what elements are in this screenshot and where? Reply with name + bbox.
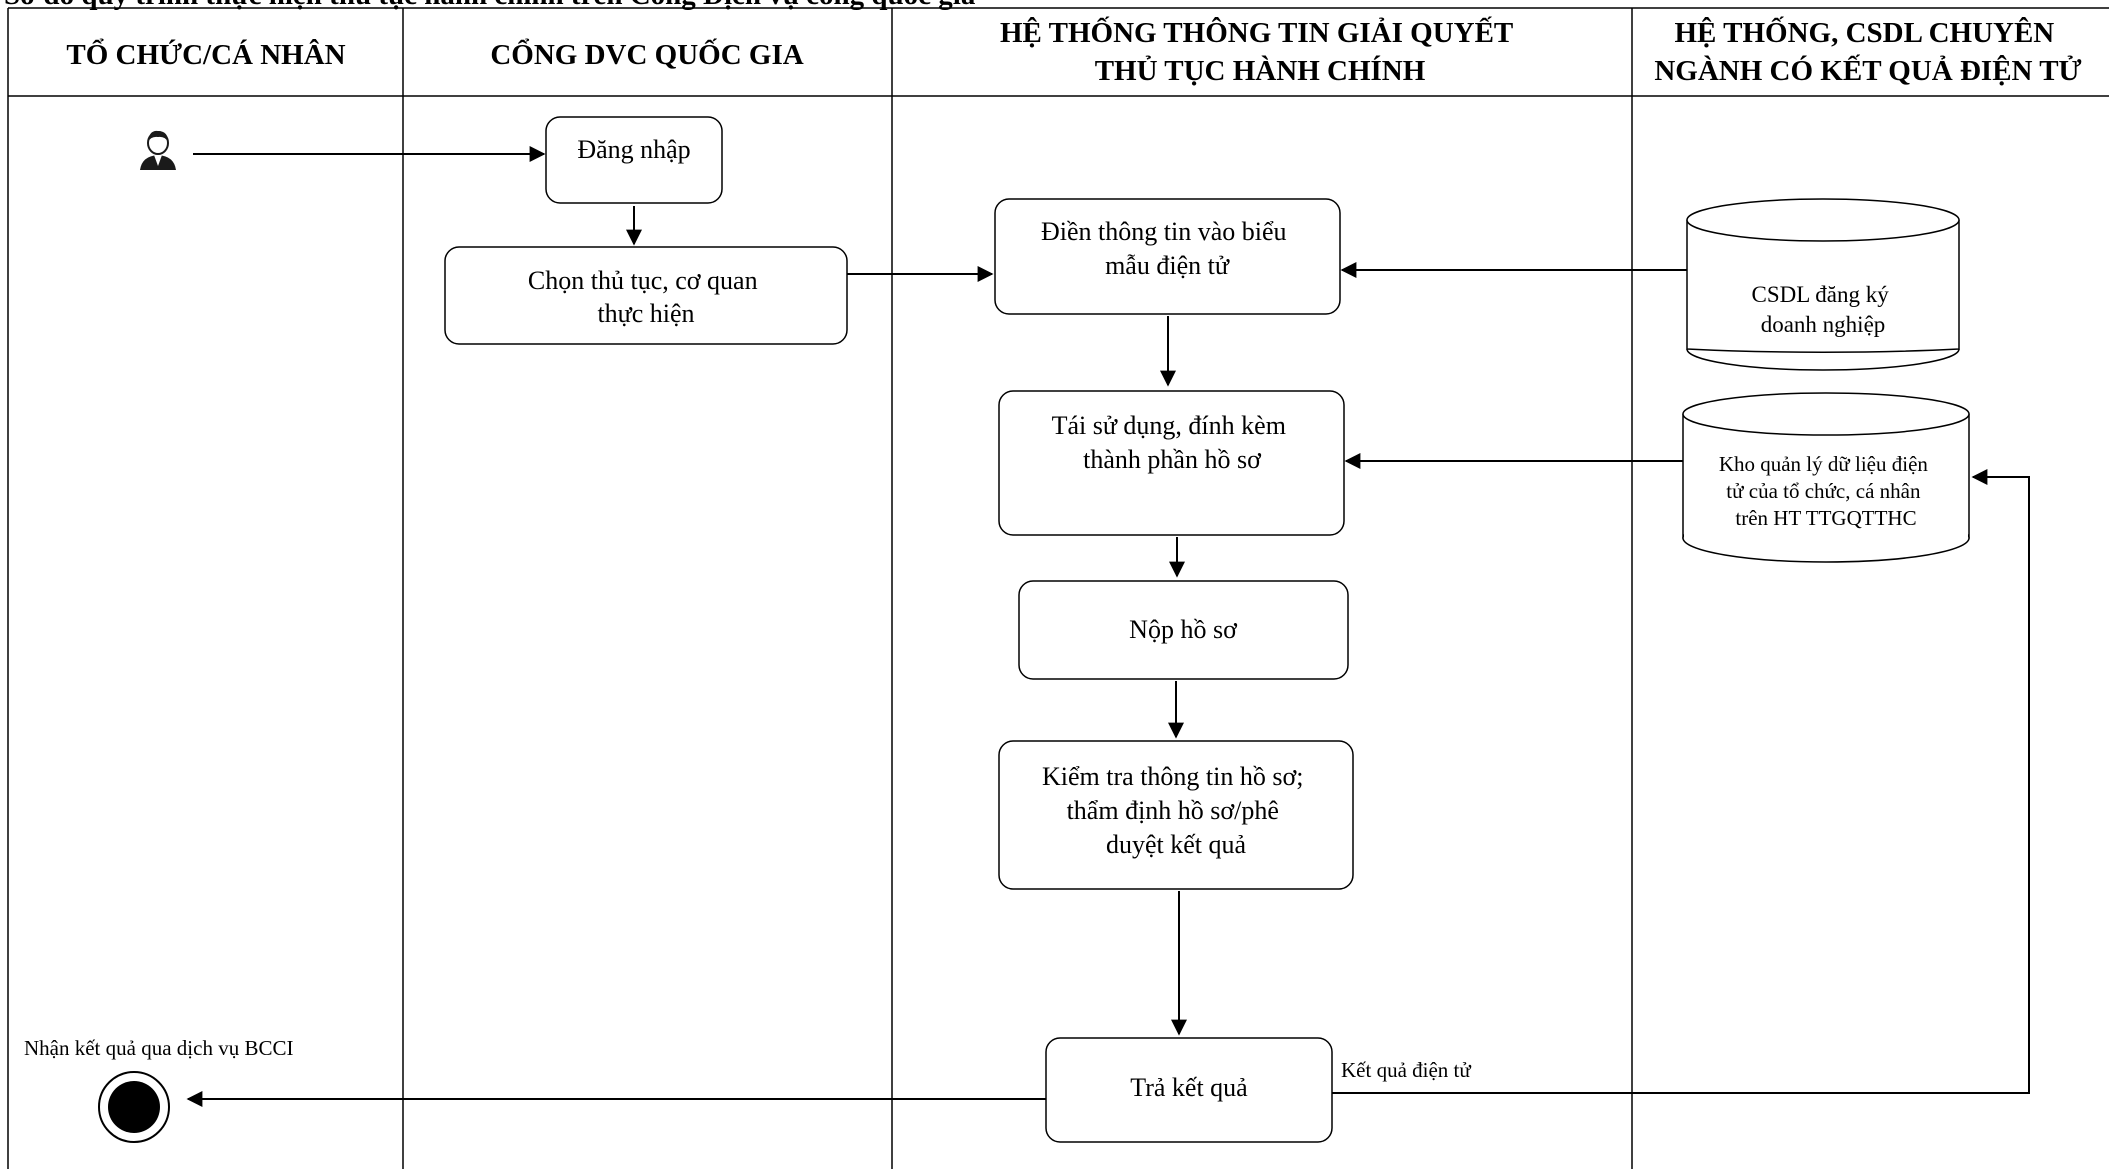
node-return-result: Trả kết quả xyxy=(1045,1037,1333,1143)
top-line-partial: Sơ đồ quy trình thực hiện thủ tục hành c… xyxy=(4,0,976,11)
svg-text:Chọn thủ tục, cơ quan th: Chọn thủ tục, cơ quan thực hiện xyxy=(528,266,764,328)
lane-header-admin-system: HỆ THỐNG THÔNG TIN GIẢI QUYẾT THỦ TỤC HÀ… xyxy=(1000,15,1520,87)
person-icon xyxy=(140,130,176,170)
node-fill-form: Điền thông tin vào biểu mẫu điện tử xyxy=(994,198,1341,315)
node-login: Đăng nhập xyxy=(545,116,723,204)
lane-header-citizen: TỔ CHỨC/CÁ NHÂN xyxy=(66,37,345,71)
end-node xyxy=(98,1071,170,1143)
connectors xyxy=(186,146,2030,1107)
svg-text:Kiểm tra thông tin hồ sơ;: Kiểm tra thông tin hồ sơ; thẩm định hồ s… xyxy=(1042,762,1310,859)
arrow-result-to-store xyxy=(1332,469,2030,1094)
svg-text:Trả kết quả: Trả kết quả xyxy=(1130,1073,1248,1102)
svg-text:CSDL đăng ký doanh nghiệ: CSDL đăng ký doanh nghiệp xyxy=(1752,282,1895,337)
svg-text:Tái sử dụng, đính kèm th: Tái sử dụng, đính kèm thành phần hồ sơ xyxy=(1052,411,1293,474)
database-business-registration: CSDL đăng ký doanh nghiệp xyxy=(1686,198,1960,371)
node-choose-procedure: Chọn thủ tục, cơ quan thực hiện xyxy=(444,246,848,345)
node-submit-dossier: Nộp hồ sơ xyxy=(1018,580,1349,680)
node-reuse-attach: Tái sử dụng, đính kèm thành phần hồ sơ xyxy=(998,390,1345,536)
lane-header-specialized-db: HỆ THỐNG, CSDL CHUYÊN NGÀNH CÓ KẾT QUẢ Đ… xyxy=(1654,15,2081,87)
lane-header-portal: CỔNG DVC QUỐC GIA xyxy=(490,37,803,71)
swimlane-grid xyxy=(7,7,2109,1169)
svg-text:Kho quản lý dữ liệu điện: Kho quản lý dữ liệu điện tử của tổ chức,… xyxy=(1719,452,1933,530)
database-electronic-data-store: Kho quản lý dữ liệu điện tử của tổ chức,… xyxy=(1682,392,1970,563)
node-review-approve: Kiểm tra thông tin hồ sơ; thẩm định hồ s… xyxy=(998,740,1354,890)
svg-text:Điền thông tin vào biểu: Điền thông tin vào biểu mẫu điện tử xyxy=(1041,217,1293,280)
svg-text:Đăng nhập: Đăng nhập xyxy=(577,135,690,164)
svg-text:Nộp hồ sơ: Nộp hồ sơ xyxy=(1129,615,1238,644)
svg-text:Sơ đồ quy trình thực hiện thủ: Sơ đồ quy trình thực hiện thủ tục hành c… xyxy=(4,0,976,11)
electronic-result-label: Kết quả điện tử xyxy=(1341,1058,1471,1082)
end-label: Nhận kết quả qua dịch vụ BCCI xyxy=(24,1036,293,1060)
